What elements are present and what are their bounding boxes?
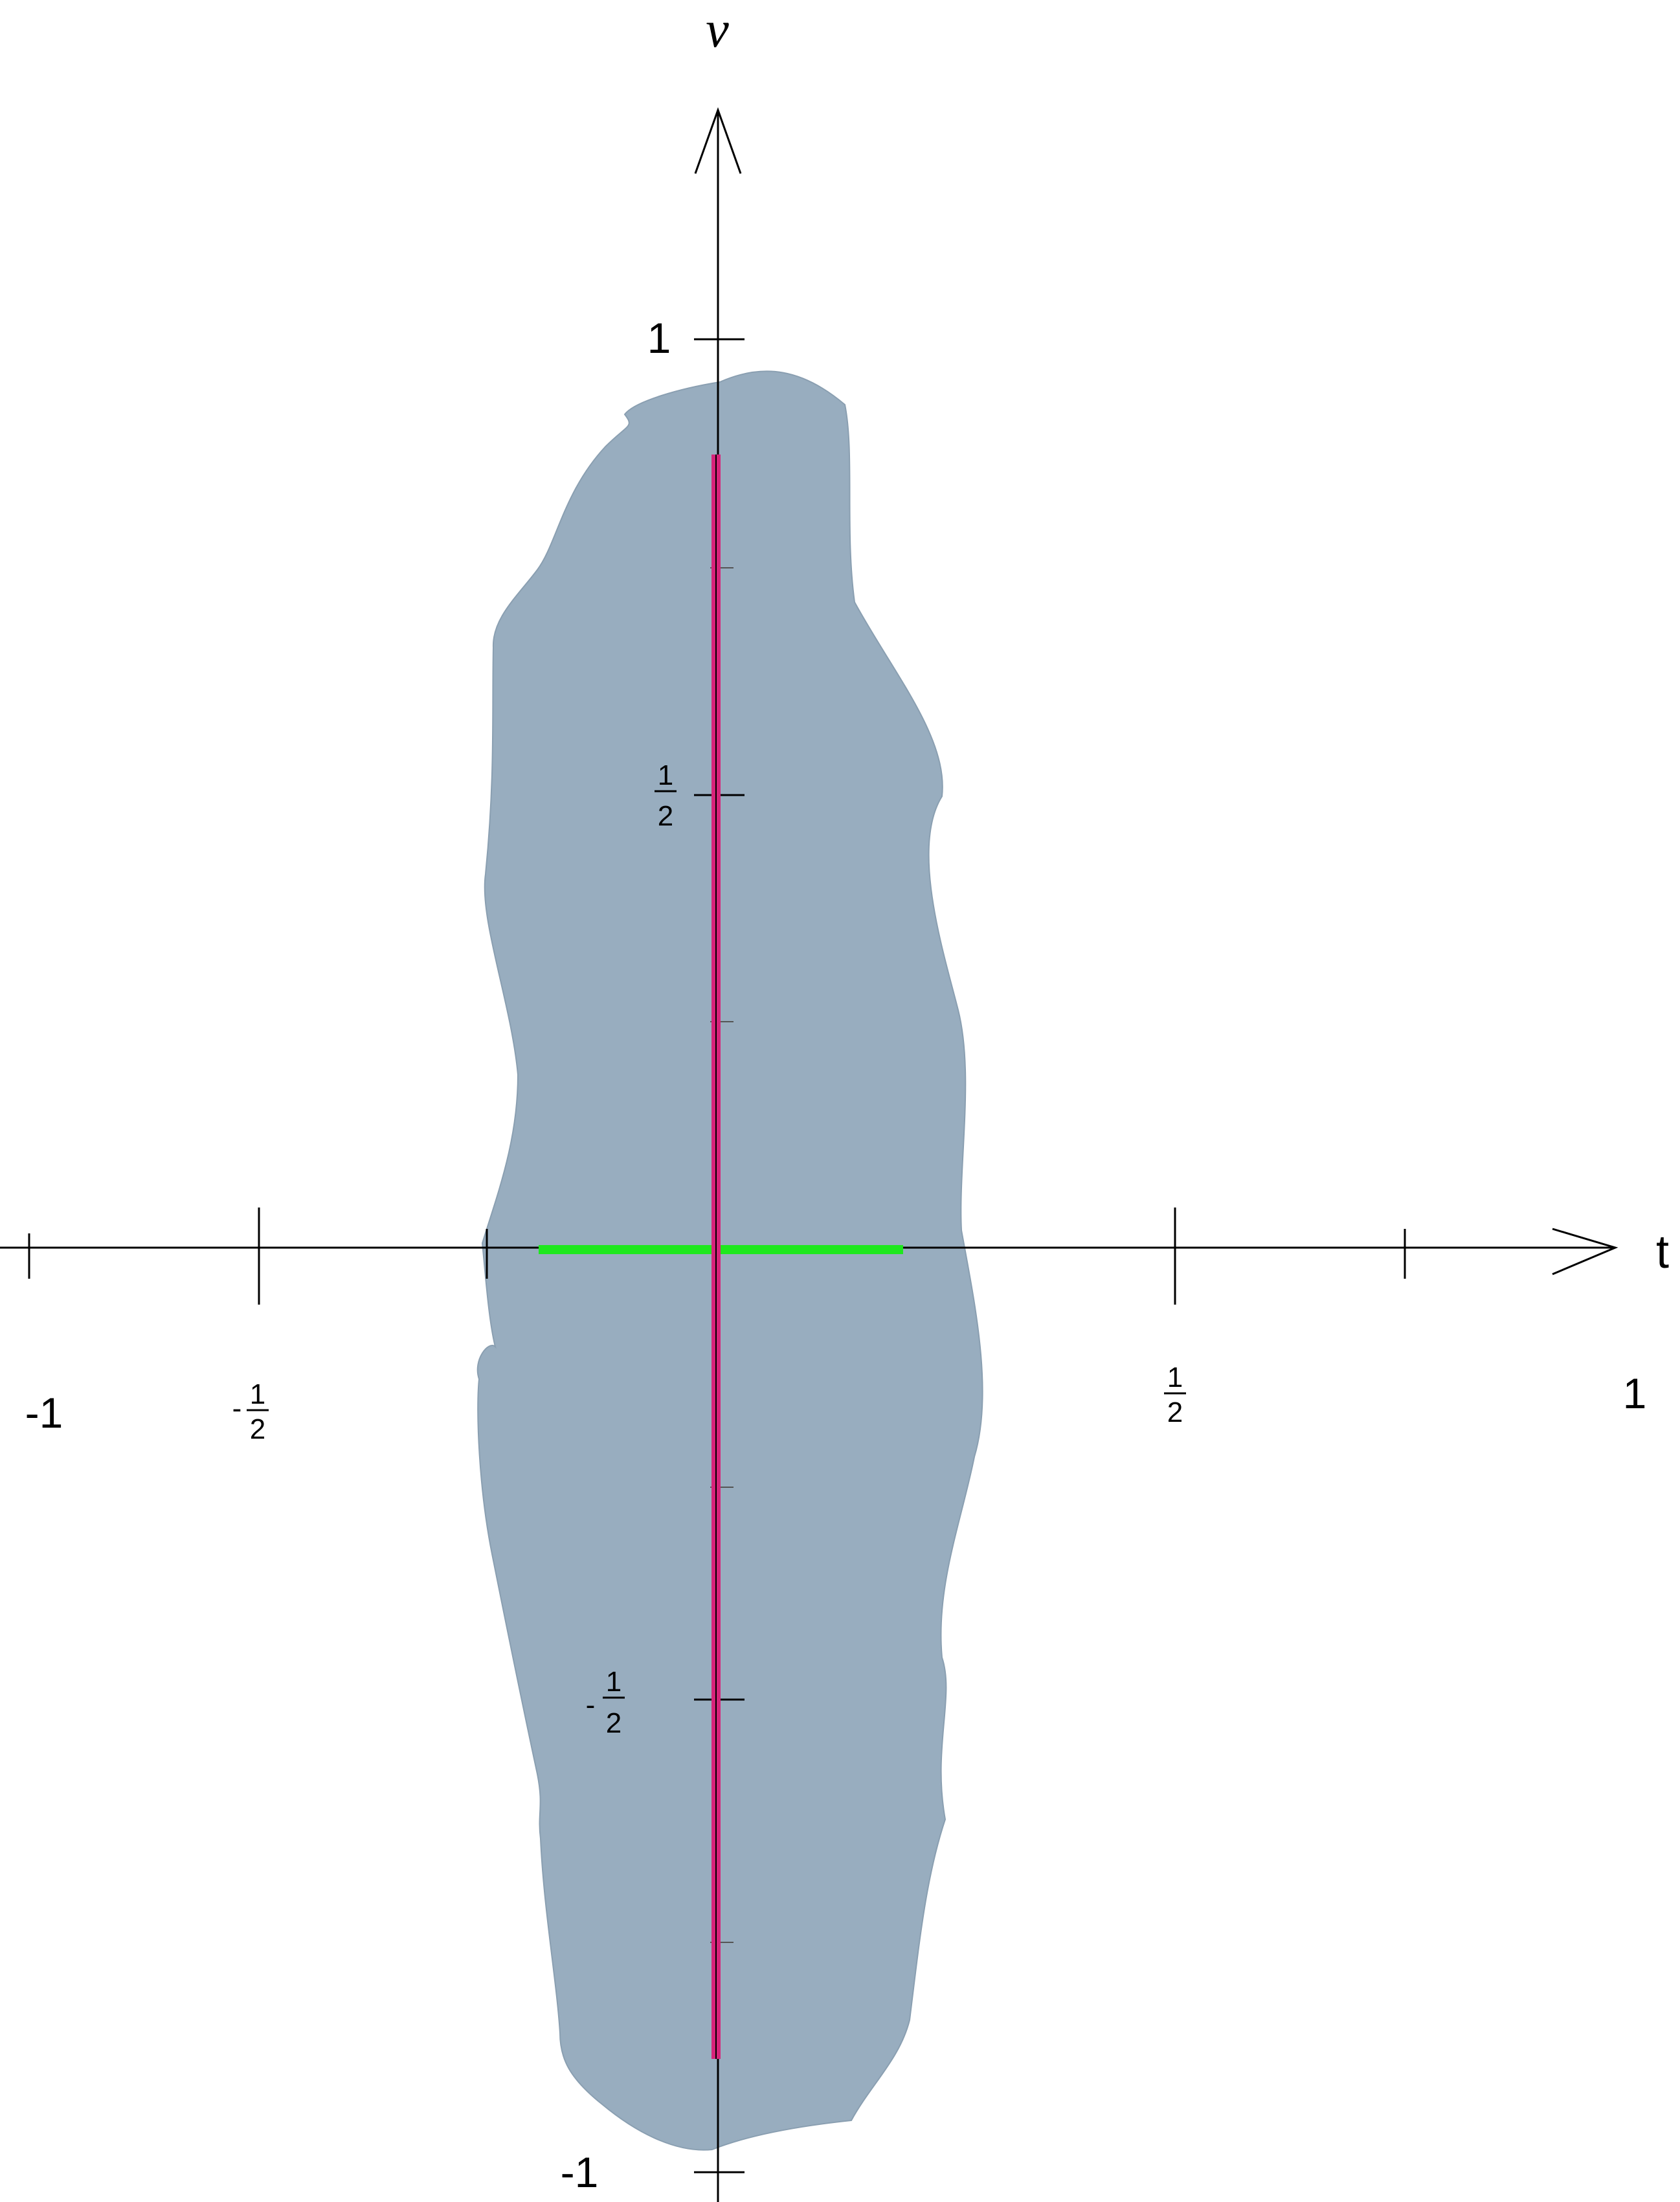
v-label-neg-half-num: 1	[606, 1666, 622, 1698]
t-label-one: 1	[1623, 1369, 1647, 1417]
t-label-half-num: 1	[1167, 1362, 1183, 1393]
t-label-neg-half-den: 2	[250, 1413, 265, 1445]
t-axis-label: t	[1656, 1226, 1669, 1278]
v-axis-arrowhead	[694, 107, 742, 174]
v-label-neg-half-sign: -	[586, 1689, 596, 1721]
t-label-neg-half-sign: -	[232, 1393, 242, 1424]
shaded-region	[476, 370, 983, 2151]
v-label-neg-half-den: 2	[606, 1707, 622, 1739]
v-label-one: 1	[647, 314, 671, 362]
v-label-half-den: 2	[658, 800, 673, 832]
v-label-half-num: 1	[658, 759, 673, 791]
v-axis-label: v	[706, 1, 729, 58]
v-label-neg-one: -1	[561, 2148, 599, 2196]
t-label-neg-one: -1	[25, 1389, 63, 1437]
t-label-neg-half-num: 1	[250, 1378, 265, 1410]
t-label-half-den: 2	[1167, 1397, 1183, 1428]
t-axis-arrowhead	[1552, 1228, 1618, 1275]
